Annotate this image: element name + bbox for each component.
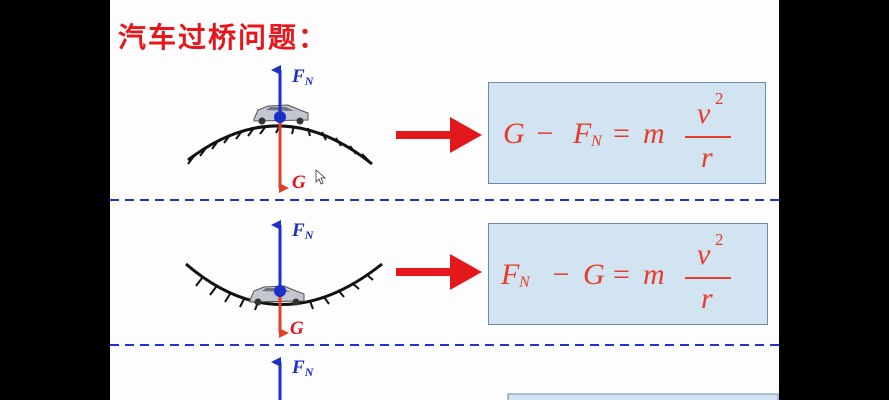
equation-2: F N − G = m v 2 r bbox=[489, 224, 767, 324]
physics-diagrams bbox=[110, 65, 779, 400]
equation-box-3-edge bbox=[507, 393, 779, 400]
gravity-label-2: G bbox=[290, 318, 304, 339]
slide: 汽车过桥问题： FN G FN G FN G − F N = m v 2 r F… bbox=[110, 0, 779, 400]
big-arrow-2 bbox=[396, 254, 482, 290]
normal-force-label-3: FN bbox=[292, 357, 314, 379]
contact-dot-1 bbox=[274, 111, 286, 123]
normal-force-label-2: FN bbox=[292, 220, 314, 242]
concave-bridge bbox=[185, 262, 383, 311]
page-title: 汽车过桥问题： bbox=[118, 21, 329, 54]
equation-box-1: G − F N = m v 2 r bbox=[488, 82, 766, 184]
car-1 bbox=[253, 104, 309, 125]
equation-box-2: F N − G = m v 2 r bbox=[488, 223, 768, 325]
mouse-cursor-icon bbox=[315, 169, 327, 185]
normal-force-label-1: FN bbox=[292, 66, 314, 88]
gravity-label-1: G bbox=[292, 172, 306, 193]
equation-1: G − F N = m v 2 r bbox=[489, 83, 765, 183]
big-arrow-1 bbox=[396, 117, 482, 153]
contact-dot-2 bbox=[274, 285, 286, 297]
